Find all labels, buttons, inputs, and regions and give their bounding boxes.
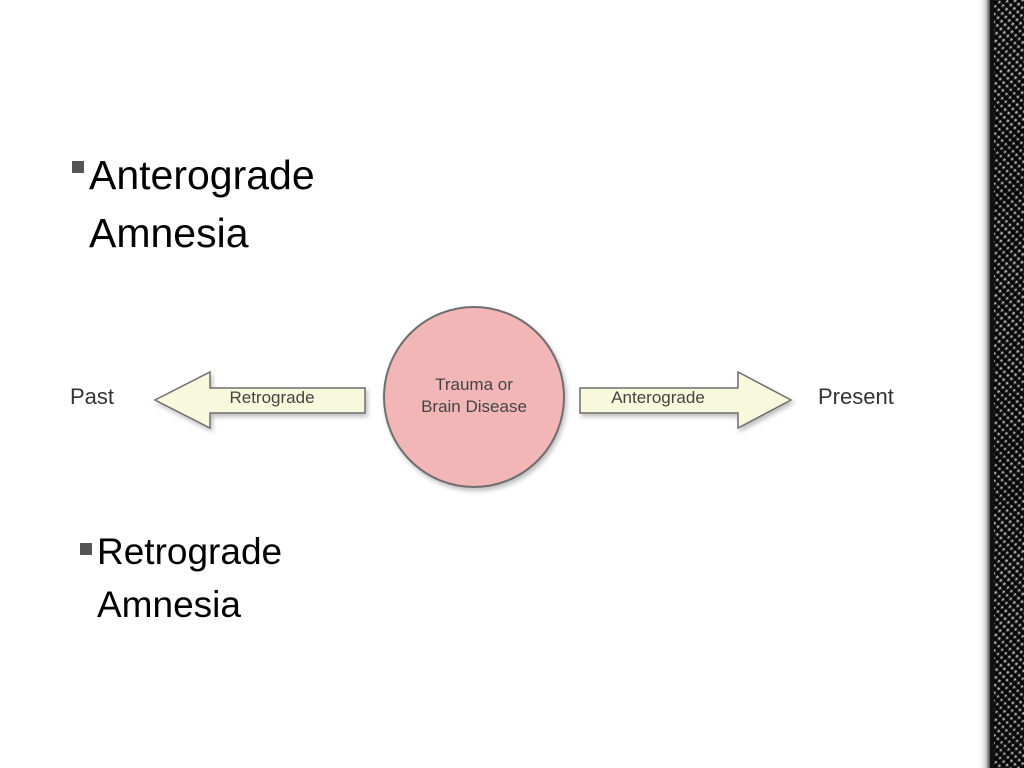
bullet-retrograde-amnesia: Retrograde Amnesia (80, 528, 380, 638)
label-past: Past (70, 384, 115, 409)
bullet-text-line-1: Retrograde (97, 531, 283, 572)
trauma-circle-label: Trauma or Brain Disease (394, 374, 554, 418)
bullet-anterograde-amnesia: Anterograde Amnesia (72, 146, 392, 266)
square-bullet-icon (72, 161, 84, 173)
trauma-label-line-2: Brain Disease (421, 397, 527, 416)
bullet-text-line-2: Amnesia (97, 584, 241, 625)
trauma-circle (383, 306, 565, 488)
anterograde-arrow (579, 370, 793, 430)
diagram-graphics (153, 306, 793, 488)
bullet-text-line-2: Amnesia (89, 210, 249, 256)
anterograde-arrow-label: Anterograde (611, 388, 705, 407)
label-present: Present (818, 384, 894, 409)
retrograde-arrow-label: Retrograde (229, 388, 315, 407)
retrograde-arrow (153, 370, 366, 430)
decorative-side-strip (978, 0, 1024, 768)
amnesia-timeline-diagram: Past Present Retrograde Anterograde Trau… (60, 300, 940, 500)
side-strip-line (990, 0, 994, 768)
square-bullet-icon (80, 543, 92, 555)
bullet-text-line-1: Anterograde (89, 152, 315, 198)
trauma-label-line-1: Trauma or (435, 375, 513, 394)
